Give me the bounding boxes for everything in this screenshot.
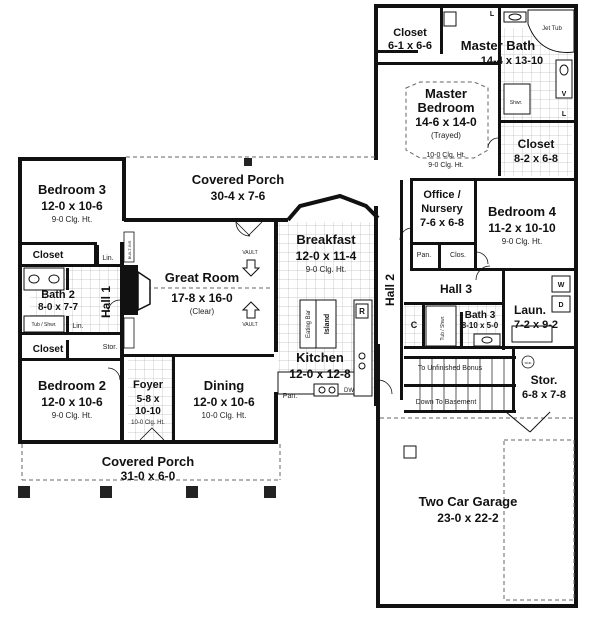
- hall2-name: Hall 2: [383, 274, 397, 306]
- closet-top-name: Closet: [393, 27, 427, 39]
- vault-label-2: VAULT: [242, 322, 257, 328]
- pan-label-1: Pan.: [283, 393, 297, 400]
- breakfast-size: 12-0 x 11-4: [296, 249, 357, 263]
- covered-porch-rear-size: 30-4 x 7-6: [211, 189, 266, 203]
- jet-tub-label: Jet Tub: [542, 26, 562, 32]
- great-room-size: 17-8 x 16-0: [171, 291, 233, 305]
- pan-label-2: Pan.: [417, 252, 431, 259]
- porch-posts: [18, 158, 276, 498]
- porch-outlines: [21, 81, 575, 601]
- lin-label-1: Lin.: [102, 255, 113, 262]
- master-bedroom-size: 14-6 x 14-0: [415, 115, 477, 129]
- bedroom2-name: Bedroom 2: [38, 378, 106, 393]
- exterior-walls: [18, 4, 578, 608]
- master-bedroom-clg1: 10-0 Clg. Ht.: [426, 152, 465, 159]
- fireplace: [123, 231, 151, 349]
- closet-master-size: 8-2 x 6-8: [514, 153, 558, 165]
- shwr-label: Shwr.: [510, 100, 523, 106]
- bedroom3-size: 12-0 x 10-6: [41, 199, 103, 213]
- master-bedroom-name-2: Bedroom: [417, 100, 474, 115]
- hall3-name: Hall 3: [440, 282, 472, 296]
- foyer-name: Foyer: [133, 379, 164, 391]
- island-label: Island: [324, 314, 331, 334]
- l-label-2: L: [562, 111, 567, 118]
- dining-name: Dining: [204, 378, 244, 393]
- great-room-note: (Clear): [190, 307, 215, 316]
- closet-left2-name: Closet: [33, 344, 64, 355]
- stairs: [419, 359, 505, 410]
- office-name-1: Office /: [423, 189, 460, 201]
- breakfast-note: 9-0 Clg. Ht.: [306, 265, 346, 274]
- washer-label: W: [558, 282, 565, 289]
- refrigerator-label: R: [359, 307, 365, 316]
- tub-shwr-label-1: Tub / Shwr.: [31, 322, 56, 328]
- dining-size: 12-0 x 10-6: [193, 395, 255, 409]
- kitchen-name: Kitchen: [296, 350, 344, 365]
- bath3-size: 8-10 x 5-0: [462, 321, 499, 330]
- fixtures: [23, 9, 575, 397]
- closet-left-name: Closet: [33, 250, 64, 261]
- dryer-label: D: [558, 302, 563, 309]
- kitchen-size: 12-0 x 12-8: [289, 367, 351, 381]
- foyer-note: 10-0 Clg. Ht.: [131, 420, 165, 426]
- laundry-name: Laun.: [514, 303, 546, 317]
- closet-master-name: Closet: [518, 137, 555, 151]
- dw-label: DW: [344, 388, 354, 394]
- laundry-size: 7-2 x 9-2: [514, 319, 558, 331]
- bedroom4-note: 9-0 Clg. Ht.: [502, 237, 542, 246]
- garage-name: Two Car Garage: [419, 494, 518, 509]
- vault-label-1: VAULT: [242, 250, 257, 256]
- built-ins-label: BUILT-INS: [127, 240, 132, 259]
- covered-porch-front-size: 31-0 x 6-0: [121, 469, 176, 483]
- hall1-name: Hall 1: [99, 286, 113, 318]
- bedroom4-name: Bedroom 4: [488, 204, 557, 219]
- garage-size: 23-0 x 22-2: [437, 511, 499, 525]
- office-size: 7-6 x 6-8: [420, 217, 464, 229]
- clos-label: Clos.: [450, 252, 466, 259]
- bath2-name: Bath 2: [41, 289, 75, 301]
- lin-label-2: Lin.: [72, 323, 83, 330]
- doors: [107, 137, 499, 441]
- office-name-2: Nursery: [421, 203, 463, 215]
- bedroom2-note: 9-0 Clg. Ht.: [52, 411, 92, 420]
- bath3-name: Bath 3: [465, 310, 496, 321]
- stor-label: Stor.: [103, 344, 117, 351]
- garage-features: [403, 355, 551, 459]
- bath2-size: 8-0 x 7-7: [38, 302, 78, 313]
- bedroom3-name: Bedroom 3: [38, 182, 106, 197]
- foyer-size-1: 5-8 x: [137, 394, 160, 405]
- foyer-size-2: 10-10: [135, 406, 161, 417]
- eating-bar-label: Eating Bar: [306, 310, 312, 338]
- master-bedroom-name-1: Master: [425, 86, 467, 101]
- master-bath-name: Master Bath: [461, 38, 535, 53]
- sink-label: SINK: [524, 361, 531, 365]
- tub-shwr-label-2: Tub / Shwr.: [440, 315, 446, 340]
- closet-top-size: 6-1 x 6-6: [388, 40, 432, 52]
- c-label: C: [411, 320, 418, 330]
- l-label-1: L: [490, 11, 495, 18]
- bedroom3-note: 9-0 Clg. Ht.: [52, 215, 92, 224]
- interior-walls: [22, 8, 578, 442]
- vault-arrows: [241, 259, 261, 319]
- master-bath-size: 14-4 x 13-10: [481, 55, 543, 67]
- storage-size: 6-8 x 7-8: [522, 389, 566, 401]
- master-bedroom-note: (Trayed): [431, 131, 461, 140]
- v-label: V: [562, 91, 567, 98]
- great-room-name: Great Room: [165, 270, 239, 285]
- covered-porch-rear-name: Covered Porch: [192, 172, 285, 187]
- storage-name: Stor.: [531, 373, 558, 387]
- to-basement-label: Down To Basement: [416, 399, 477, 406]
- dining-note: 10-0 Clg. Ht.: [202, 411, 247, 420]
- master-bedroom-clg2: 9-0 Clg. Ht.: [428, 162, 463, 169]
- breakfast-name: Breakfast: [296, 232, 356, 247]
- covered-porch-front-name: Covered Porch: [102, 454, 195, 469]
- to-bonus-label: To Unfinished Bonus: [418, 365, 483, 372]
- bedroom4-size: 11-2 x 10-10: [488, 221, 556, 235]
- bedroom2-size: 12-0 x 10-6: [41, 395, 103, 409]
